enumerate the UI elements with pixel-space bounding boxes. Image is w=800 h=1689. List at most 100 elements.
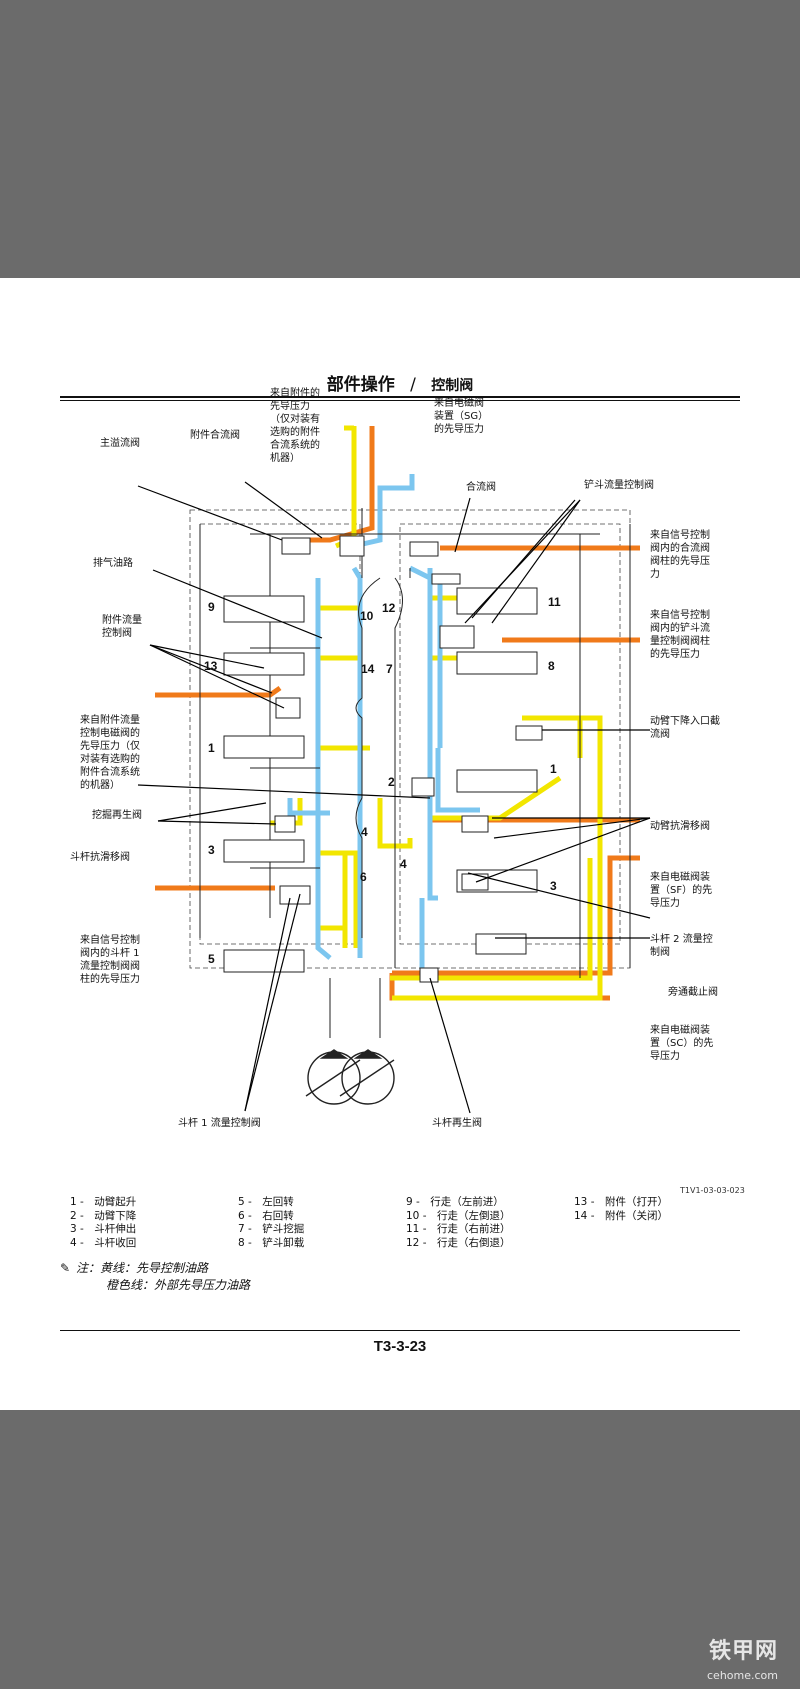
- leader-lines: [137, 481, 651, 1114]
- svg-text:来自信号控制: 来自信号控制: [650, 528, 710, 541]
- label-att-combine: 附件合流阀: [190, 428, 240, 441]
- spool-num: 4: [361, 825, 368, 839]
- header-subsection: 控制阀: [431, 378, 474, 394]
- header-rule: [60, 396, 740, 398]
- spool-8: [456, 651, 538, 675]
- label-bucket-flow: 铲斗流量控制阀: [584, 478, 654, 491]
- spool-num: 6: [360, 870, 367, 884]
- svg-text:导压力: 导压力: [650, 896, 680, 909]
- label-arm-regen: 斗杆再生阀: [432, 1116, 482, 1129]
- spool-9: [223, 595, 305, 623]
- svg-text:（仅对装有: （仅对装有: [270, 412, 320, 425]
- label-combine-valve: 合流阀: [466, 480, 496, 493]
- spool-num: 8: [548, 659, 555, 673]
- label-dig-regen: 挖掘再生阀: [92, 808, 142, 821]
- svg-text:导压力: 导压力: [650, 1049, 680, 1062]
- svg-text:来自附件流量: 来自附件流量: [80, 713, 140, 726]
- spool-num: 2: [388, 775, 395, 789]
- spool-5: [223, 949, 305, 973]
- svg-text:合流系统的: 合流系统的: [270, 438, 320, 451]
- spools-right: [431, 573, 543, 955]
- svg-text:流量控制阀阀: 流量控制阀阀: [80, 959, 140, 972]
- small-valves: [274, 535, 489, 983]
- svg-text:来自电磁阀: 来自电磁阀: [434, 396, 484, 409]
- pumps: [305, 1049, 395, 1105]
- svg-text:力: 力: [650, 567, 660, 580]
- header-rule-thin: [60, 400, 740, 401]
- spool-num: 12: [382, 601, 396, 615]
- label-boom-anti-drift: 动臂抗滑移阀: [650, 819, 710, 832]
- svg-text:制阀: 制阀: [650, 945, 670, 958]
- svg-text:流阀: 流阀: [650, 727, 670, 740]
- svg-text:对装有选购的: 对装有选购的: [80, 752, 140, 765]
- svg-text:的机器）: 的机器）: [80, 778, 120, 791]
- spool-num: 10: [360, 609, 374, 623]
- legend-col-2: 5 - 左回转 6 - 右回转 7 - 铲斗挖掘 8 - 铲斗卸载: [238, 1196, 305, 1249]
- label-bypass-cut: 旁通截止阀: [668, 985, 718, 998]
- document-page: 部件操作 / 控制阀: [0, 278, 800, 1410]
- svg-text:控制阀: 控制阀: [102, 626, 132, 639]
- spool-num: 3: [208, 843, 215, 857]
- pencil-icon: ✎: [60, 1261, 71, 1275]
- svg-text:附件流量: 附件流量: [102, 613, 142, 626]
- svg-text:柱的先导压力: 柱的先导压力: [80, 972, 140, 985]
- svg-text:置（SC）的先: 置（SC）的先: [650, 1036, 713, 1049]
- label-air-bleed: 排气油路: [93, 556, 133, 569]
- header-section: 部件操作: [326, 375, 395, 395]
- svg-text:机器）: 机器）: [270, 451, 300, 464]
- page-header: 部件操作 / 控制阀: [0, 370, 800, 395]
- spool-num: 7: [386, 662, 393, 676]
- spool-num: 9: [208, 600, 215, 614]
- bottom-gray-band: [0, 1410, 800, 1689]
- svg-text:来自附件的: 来自附件的: [270, 386, 320, 399]
- legend-col-3: 9 - 行走（左前进） 10 - 行走（左倒退） 11 - 行走（右前进） 12…: [406, 1196, 511, 1249]
- svg-text:来自电磁阀装: 来自电磁阀装: [650, 1023, 710, 1036]
- note-block: ✎注：黄线：先导控制油路 橙色线：外部先导压力油路: [60, 1260, 250, 1294]
- spool-1-right: [456, 769, 538, 793]
- watermark-logo: 铁甲网 cehome.com: [707, 1639, 778, 1683]
- svg-text:阀内的铲斗流: 阀内的铲斗流: [650, 621, 710, 634]
- label-arm-anti-drift: 斗杆抗滑移阀: [70, 850, 130, 863]
- blue-return-lines: [287, 474, 480, 968]
- spool-13: [223, 652, 305, 676]
- svg-text:阀内的合流阀: 阀内的合流阀: [650, 541, 710, 554]
- spool-num: 4: [400, 857, 407, 871]
- svg-text:选购的附件: 选购的附件: [270, 425, 320, 438]
- orange-external-lines: [155, 426, 640, 1001]
- label-sig-bucket: 来自信号控制 阀内的铲斗流 量控制阀阀柱 的先导压力: [650, 608, 710, 660]
- label-arm2-flow: 斗杆 2 流量控 制阀: [650, 932, 713, 958]
- spool-num: 5: [208, 952, 215, 966]
- svg-text:装置（SG）: 装置（SG）: [434, 409, 488, 422]
- spool-num: 1: [550, 762, 557, 776]
- label-att-flow-sol: 来自附件流量 控制电磁阀的 先导压力（仅 对装有选购的 附件合流系统 的机器）: [80, 713, 140, 791]
- svg-text:来自信号控制: 来自信号控制: [650, 608, 710, 621]
- footer-rule: [60, 1330, 740, 1331]
- spool-3-left: [223, 839, 305, 863]
- boom-lower-cut-body: [515, 725, 543, 741]
- combine-valve-body: [431, 573, 461, 585]
- label-arm1-flow: 斗杆 1 流量控制阀: [178, 1116, 261, 1129]
- spool-num: 1: [208, 741, 215, 755]
- label-arm1-sig: 来自信号控制 阀内的斗杆 1 流量控制阀阀 柱的先导压力: [80, 933, 140, 985]
- spool-num: 3: [550, 879, 557, 893]
- figure-code: T1V1-03-03-023: [680, 1186, 745, 1195]
- svg-text:先导压力: 先导压力: [270, 399, 310, 412]
- label-att-flow: 附件流量 控制阀: [102, 613, 142, 639]
- svg-text:的先导压力: 的先导压力: [650, 647, 700, 660]
- svg-text:斗杆 2 流量控: 斗杆 2 流量控: [650, 932, 713, 945]
- svg-text:阀柱的先导压: 阀柱的先导压: [650, 554, 710, 567]
- svg-text:的先导压力: 的先导压力: [434, 422, 484, 435]
- svg-text:来自电磁阀装: 来自电磁阀装: [650, 870, 710, 883]
- spool-11: [456, 587, 538, 615]
- bypass-cut-valve: [475, 933, 527, 955]
- svg-text:阀内的斗杆 1: 阀内的斗杆 1: [80, 946, 140, 959]
- header-separator: /: [410, 375, 416, 395]
- svg-text:控制电磁阀的: 控制电磁阀的: [80, 726, 140, 739]
- label-sig-combine: 来自信号控制 阀内的合流阀 阀柱的先导压 力: [650, 528, 710, 580]
- page-number: T3-3-23: [373, 1338, 427, 1355]
- top-gray-band: [0, 0, 800, 278]
- label-main-relief: 主溢流阀: [100, 436, 140, 449]
- svg-text:动臂下降入口截: 动臂下降入口截: [650, 714, 720, 727]
- spool-num: 13: [204, 659, 218, 673]
- spool-num: 14: [361, 662, 375, 676]
